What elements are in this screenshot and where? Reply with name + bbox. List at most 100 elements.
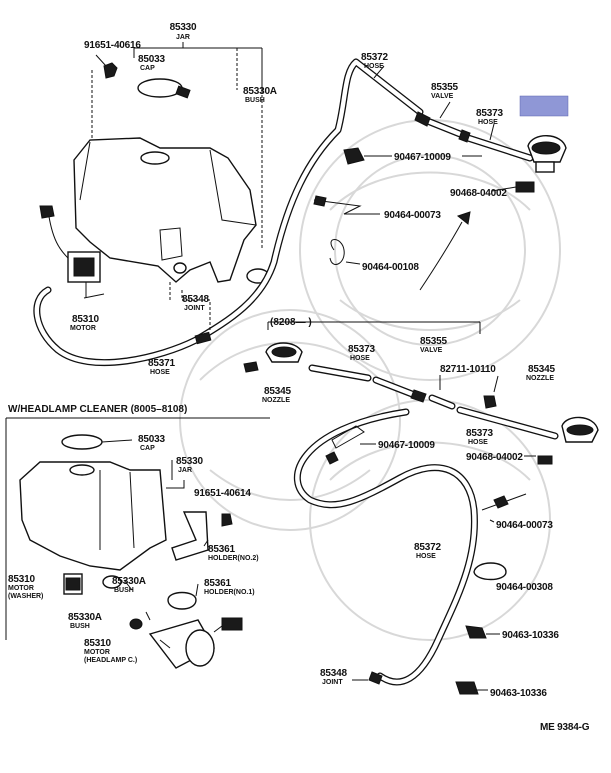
svg-text:85330: 85330 [176,456,203,467]
section-8208: (8208— ) [270,317,312,328]
svg-text:85361: 85361 [204,578,231,589]
svg-text:82711-10110: 82711-10110 [440,364,496,375]
svg-text:MOTOR: MOTOR [8,585,34,592]
svg-text:85033: 85033 [138,434,165,445]
headlamp-cleaner-assembly [5,417,270,669]
svg-text:HOSE: HOSE [150,369,170,376]
svg-text:HOLDER(NO.1): HOLDER(NO.1) [204,589,255,596]
svg-text:90468-04002: 90468-04002 [466,452,523,463]
svg-text:MOTOR: MOTOR [84,649,110,656]
svg-text:85345: 85345 [264,386,291,397]
svg-text:HOLDER(NO.2): HOLDER(NO.2) [208,555,259,562]
svg-text:MOTOR: MOTOR [70,325,96,332]
svg-text:CAP: CAP [140,445,155,452]
svg-text:JOINT: JOINT [322,679,343,686]
callout-91651-40616: 91651-40616 [84,40,142,51]
callout-85330A-low: 85330A BUSH [68,612,102,630]
svg-text:JAR: JAR [176,34,190,41]
top-jar-assembly [33,42,567,367]
callout-85348-low: 85348 JOINT [320,668,348,686]
callout-85330-low: 85330 JAR [176,456,204,474]
svg-text:90467-10009: 90467-10009 [378,440,435,451]
svg-text:91651-40614: 91651-40614 [194,488,251,499]
callout-85373-low: 85373 HOSE [466,428,494,446]
callout-85372-top: 85372 HOSE [361,52,389,70]
svg-text:85373: 85373 [348,344,375,355]
callout-85348-top: 85348 JOINT [182,294,210,312]
svg-text:(WASHER): (WASHER) [8,593,43,600]
callout-85373-mid: 85373 HOSE [348,344,376,362]
svg-text:85345: 85345 [528,364,555,375]
svg-text:85372: 85372 [361,52,388,63]
callout-85033-low: 85033 CAP [138,434,166,452]
callout-85310-top: 85310 MOTOR [70,314,100,332]
callout-85373-top: 85373 HOSE [476,108,504,126]
svg-text:90463-10336: 90463-10336 [502,630,559,641]
callout-90464-00073-top: 90464-00073 [384,210,442,221]
svg-text:VALVE: VALVE [431,93,454,100]
svg-text:HOSE: HOSE [350,355,370,362]
callout-85361-no1: 85361 HOLDER(NO.1) [204,578,255,596]
callout-85372-low: 85372 HOSE [414,542,442,560]
callout-91651-40614: 91651-40614 [194,488,252,499]
callout-82711: 82711-10110 [440,364,496,375]
svg-text:90468-04002: 90468-04002 [450,188,507,199]
callout-85371: 85371 HOSE [148,358,176,376]
svg-text:85330A: 85330A [68,612,102,623]
svg-text:85361: 85361 [208,544,235,555]
svg-text:85310: 85310 [84,638,111,649]
svg-text:HOSE: HOSE [364,63,384,70]
svg-text:HOSE: HOSE [478,119,498,126]
svg-text:85348: 85348 [320,668,347,679]
callout-85033-top: 85033 CAP [138,54,166,72]
callout-90468-top: 90468-04002 [450,188,508,199]
svg-text:JAR: JAR [178,467,192,474]
svg-text:90464-00108: 90464-00108 [362,262,419,273]
svg-text:85355: 85355 [431,82,458,93]
svg-text:85310: 85310 [8,574,35,585]
svg-text:90464-00073: 90464-00073 [496,520,553,531]
callout-85310-headlamp: 85310 MOTOR (HEADLAMP C.) [84,638,137,664]
svg-text:90464-00308: 90464-00308 [496,582,553,593]
svg-text:BUSH: BUSH [245,97,265,104]
svg-text:(HEADLAMP C.): (HEADLAMP C.) [84,657,137,664]
svg-text:85330A: 85330A [112,576,146,587]
callout-90467-mid: 90467-10009 [378,440,436,451]
svg-text:VALVE: VALVE [420,347,443,354]
callout-85361-no2: 85361 HOLDER(NO.2) [208,544,259,562]
svg-text:JOINT: JOINT [184,305,205,312]
callout-90463-b: 90463-10336 [490,688,548,699]
svg-text:85348: 85348 [182,294,209,305]
svg-text:NOZZLE: NOZZLE [262,397,290,404]
callout-85330A-mid: 85330A BUSH [112,576,146,594]
callout-90464-00308: 90464-00308 [496,582,554,593]
callout-85355-mid: 85355 VALVE [420,336,448,354]
svg-text:90463-10336: 90463-10336 [490,688,547,699]
callout-85330A-top: 85330A BUSH [243,86,277,104]
svg-text:91651-40616: 91651-40616 [84,40,141,51]
svg-text:HOSE: HOSE [468,439,488,446]
callout-90464-00073-low: 90464-00073 [496,520,554,531]
svg-text:85330A: 85330A [243,86,277,97]
svg-text:W/HEADLAMP CLEANER (8005–810: W/HEADLAMP CLEANER (8005–8108) [8,404,187,415]
callout-90467-top: 90467-10009 [394,152,452,163]
svg-text:HOSE: HOSE [416,553,436,560]
svg-text:85355: 85355 [420,336,447,347]
highlight-box [519,95,569,117]
svg-text:NOZZLE: NOZZLE [526,375,554,382]
svg-text:85373: 85373 [466,428,493,439]
callout-85345-left: 85345 NOZZLE [262,386,292,404]
svg-text:85371: 85371 [148,358,175,369]
svg-text:ME 9384-G: ME 9384-G [540,722,590,733]
svg-text:BUSH: BUSH [70,623,90,630]
svg-text:85033: 85033 [138,54,165,65]
callout-85310-washer: 85310 MOTOR (WASHER) [8,574,43,600]
svg-text:85310: 85310 [72,314,99,325]
callout-85355-top: 85355 VALVE [431,82,459,100]
section-headlamp-cleaner: W/HEADLAMP CLEANER (8005–8108) [8,404,187,415]
svg-text:(8208— ): (8208— ) [270,317,312,328]
svg-text:90464-00073: 90464-00073 [384,210,441,221]
svg-text:BUSH: BUSH [114,587,134,594]
svg-text:85373: 85373 [476,108,503,119]
